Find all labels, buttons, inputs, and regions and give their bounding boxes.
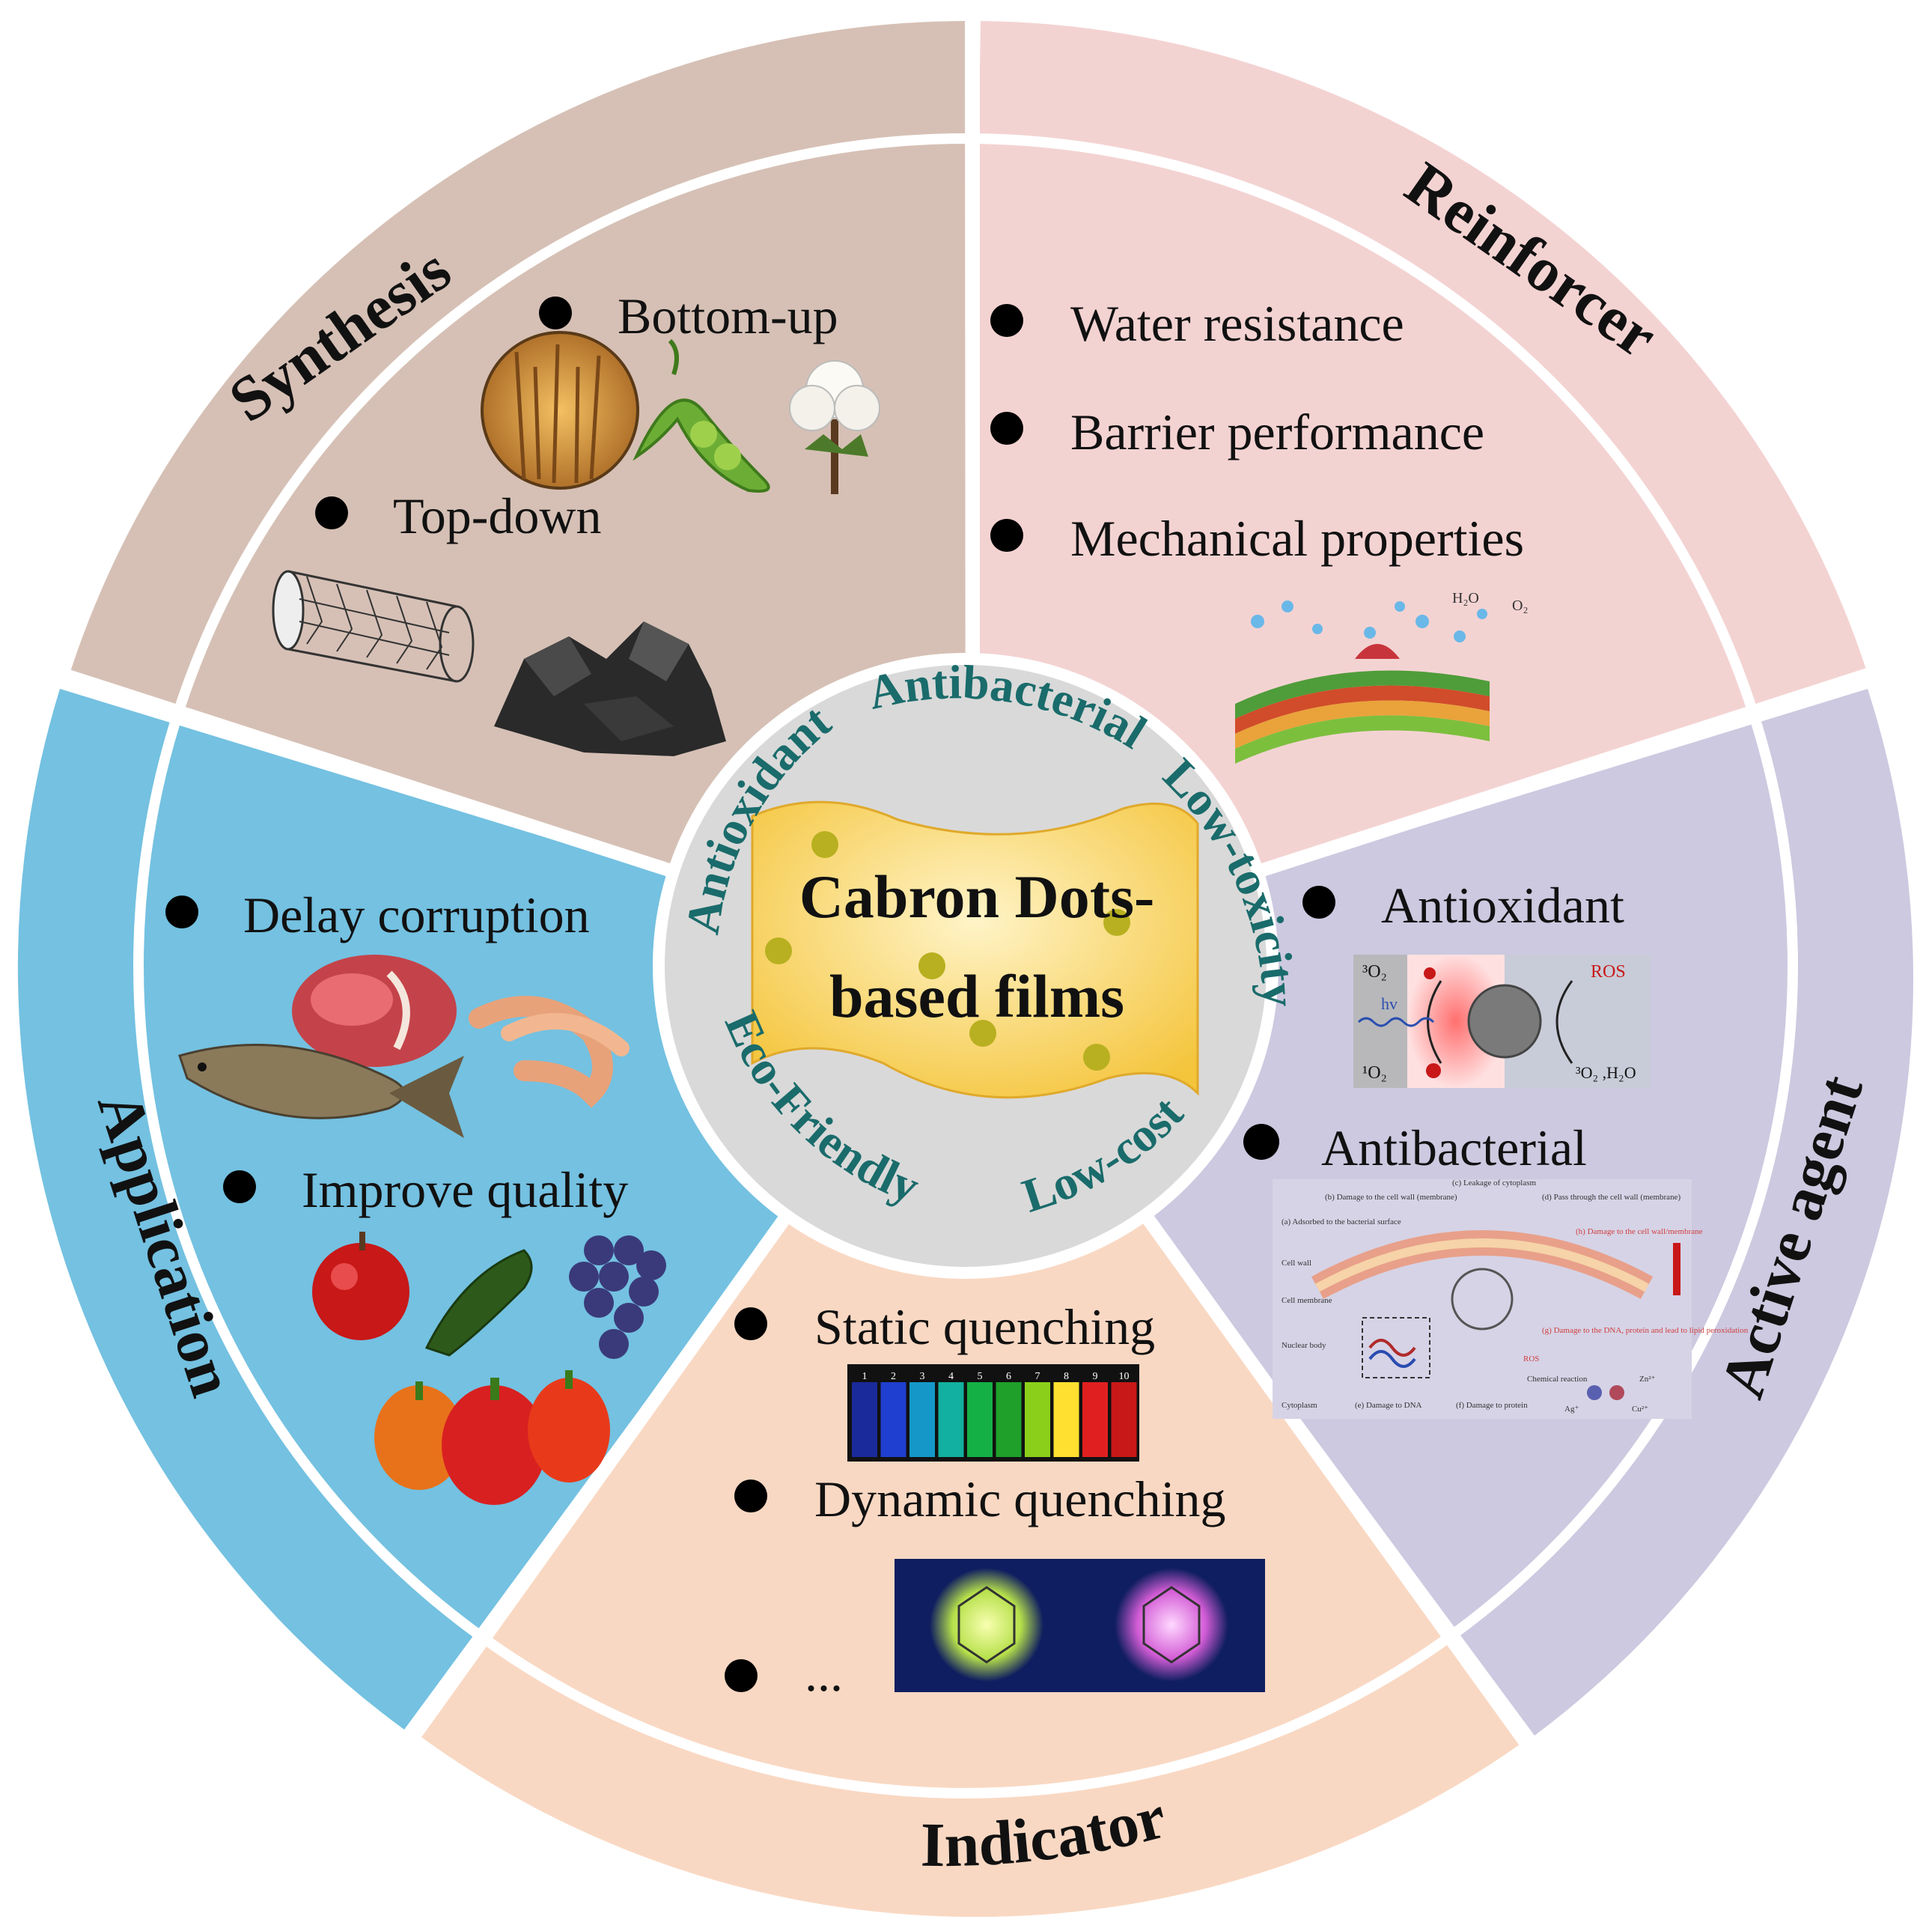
antibacterial-label-b: (b) Damage to the cell wall (membrane): [1325, 1193, 1457, 1202]
vial-number-label: 3: [920, 1371, 925, 1382]
bullet-dot: [990, 304, 1023, 337]
center-title-line2: based films: [829, 962, 1124, 1030]
antibacterial-label-e: (e) Damage to DNA: [1355, 1401, 1422, 1410]
active-bullet-antibacterial: Antibacterial: [1321, 1119, 1587, 1176]
vial: [1025, 1382, 1050, 1457]
center-hub: Cabron Dots- based films Antibacterial L…: [653, 653, 1306, 1279]
antibacterial-label-cell-membrane: Cell membrane: [1282, 1296, 1332, 1305]
reinforcer-bullet-mechanical: Mechanical properties: [1070, 510, 1524, 567]
bullet-dot: [990, 412, 1023, 445]
antibacterial-label-d: (d) Pass through the cell wall (membrane…: [1542, 1193, 1680, 1202]
pepper-image: [374, 1370, 610, 1505]
bullet-dot: [1302, 886, 1335, 919]
singlet-oxygen-label: ¹O₂: [1362, 1063, 1387, 1083]
vial-number-label: 5: [978, 1371, 983, 1382]
o2-label: O₂: [1512, 597, 1528, 614]
center-title-line1: Cabron Dots-: [799, 863, 1155, 931]
coal-image: [494, 621, 726, 756]
cucumber-image: [424, 1249, 533, 1357]
bullet-dot: [990, 519, 1023, 552]
apple-image: [312, 1232, 409, 1340]
h2o-label: H₂O: [1452, 590, 1479, 606]
bullet-dot: [725, 1659, 758, 1692]
antibacterial-label-f: (f) Damage to protein: [1456, 1401, 1528, 1410]
antibacterial-label-nuclear-body: Nuclear body: [1282, 1341, 1326, 1350]
vial: [909, 1382, 935, 1457]
active-agent-section: Active agent Antioxidant ³O₂ hv ¹O₂ ROS …: [1243, 877, 1877, 1419]
antibacterial-label-h: (h) Damage to the cell wall/membrane: [1576, 1227, 1703, 1236]
vial: [1082, 1382, 1108, 1457]
cotton-image: [789, 360, 880, 494]
synthesis-bullet-top-down: Top-down: [393, 487, 602, 544]
antibacterial-label-ros: ROS: [1523, 1354, 1539, 1363]
bullet-dot: [734, 1480, 767, 1512]
vial-number-label: 8: [1064, 1371, 1069, 1382]
meat-image: [292, 955, 457, 1067]
vial: [852, 1382, 877, 1457]
vial-number-label: 10: [1119, 1371, 1130, 1382]
vial: [1111, 1382, 1137, 1457]
antibacterial-label-zn: Zn²⁺: [1639, 1375, 1656, 1384]
application-bullet-improve: Improve quality: [302, 1161, 628, 1218]
antibacterial-panel: (c) Leakage of cytoplasm (b) Damage to t…: [1273, 1179, 1749, 1419]
vial-number-label: 1: [862, 1371, 868, 1382]
application-bullet-delay: Delay corruption: [243, 887, 590, 943]
vial-number-label: 7: [1035, 1371, 1040, 1382]
hv-label: hv: [1381, 994, 1398, 1013]
vial-number-label: 2: [891, 1371, 896, 1382]
reinforcer-outer-sector: [966, 21, 1868, 966]
film-shape: [751, 800, 1199, 1099]
fish-image: [178, 1044, 464, 1138]
indicator-bullet-more: ...: [805, 1645, 843, 1702]
carbon-nanotube-image: [272, 570, 475, 683]
bullet-dot: [223, 1170, 256, 1203]
antibacterial-label-cytoplasm: Cytoplasm: [1282, 1401, 1317, 1410]
bullet-dot: [539, 297, 572, 329]
vial-row: 1 2 3 4 5 6 7 8 9 10: [847, 1364, 1139, 1462]
bullet-dot: [315, 496, 348, 529]
reinforcer-bullet-barrier: Barrier performance: [1070, 404, 1484, 460]
shrimp-image: [469, 996, 630, 1108]
reinforcer-bullet-water: Water resistance: [1070, 295, 1404, 352]
antibacterial-label-cu: Cu²⁺: [1632, 1405, 1648, 1414]
synthesis-bullet-bottom-up: Bottom-up: [618, 288, 838, 344]
antibacterial-label-ag: Ag⁺: [1564, 1405, 1579, 1414]
inner-ring-border: [133, 133, 1798, 1798]
antibacterial-label-chemical-reaction: Chemical reaction: [1527, 1375, 1588, 1384]
vial-number-label: 6: [1006, 1371, 1011, 1382]
antibacterial-label-g: (g) Damage to the DNA, protein and lead …: [1542, 1326, 1749, 1335]
vial-number-label: 9: [1093, 1371, 1098, 1382]
active-bullet-antioxidant: Antioxidant: [1381, 877, 1624, 934]
grapes-image: [569, 1235, 666, 1359]
vial: [1053, 1382, 1079, 1457]
wheat-image: [481, 331, 639, 490]
vial: [996, 1382, 1022, 1457]
antibacterial-label-c: (c) Leakage of cytoplasm: [1452, 1179, 1537, 1188]
triplet-oxygen-label: ³O₂: [1362, 962, 1387, 982]
indicator-bullet-dynamic: Dynamic quenching: [814, 1471, 1226, 1527]
antibacterial-label-a: (a) Adsorbed to the bacterial surface: [1282, 1217, 1401, 1226]
oxygen-water-label: ³O₂ ,H₂O: [1576, 1063, 1636, 1082]
ros-label: ROS: [1591, 962, 1626, 982]
bullet-dot: [165, 895, 198, 928]
layered-film-image: H₂O O₂: [1235, 590, 1528, 764]
antioxidant-panel: ³O₂ hv ¹O₂ ROS ³O₂ ,H₂O: [1353, 955, 1651, 1088]
vial: [880, 1382, 906, 1457]
pea-pod-image: [633, 338, 770, 493]
vial-number-label: 4: [948, 1371, 954, 1382]
bullet-dot: [1243, 1124, 1279, 1160]
antibacterial-label-cell-wall: Cell wall: [1282, 1259, 1311, 1268]
vial: [967, 1382, 993, 1457]
vial: [938, 1382, 964, 1457]
indicator-bullet-static: Static quenching: [814, 1298, 1155, 1355]
fluorescence-panel: [895, 1559, 1265, 1692]
bullet-dot: [734, 1307, 767, 1340]
synthesis-outer-sector: [70, 21, 966, 966]
